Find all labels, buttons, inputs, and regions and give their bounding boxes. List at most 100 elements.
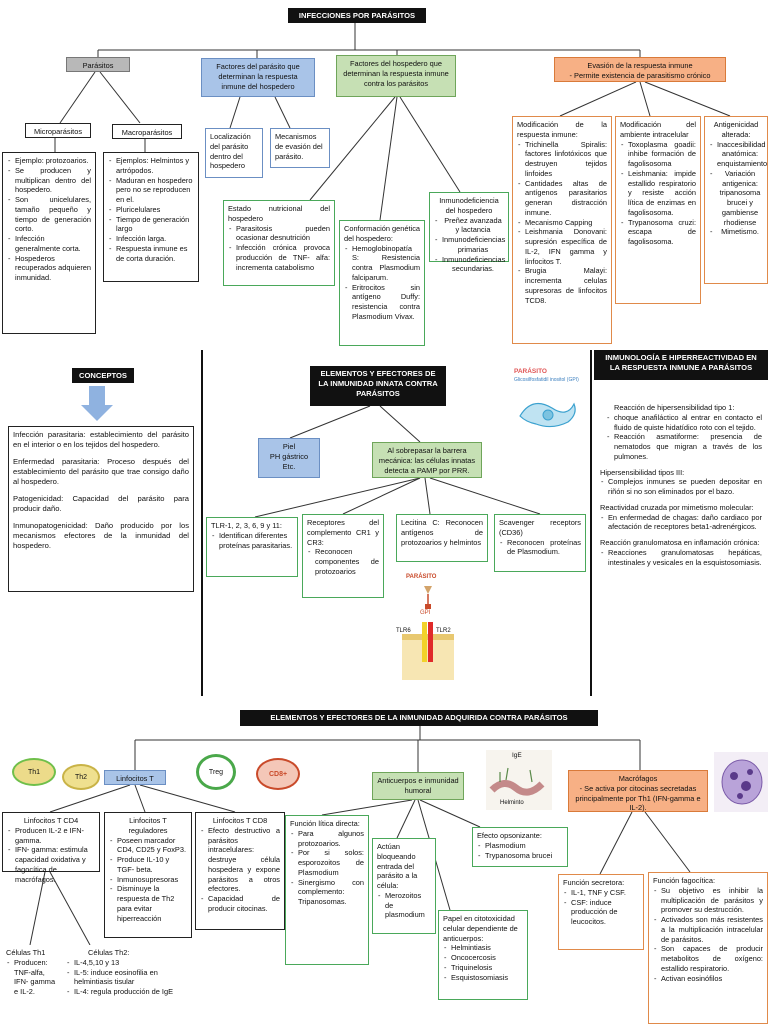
list-item: Hemoglobinopatía S: Resistencia contra P… <box>345 244 420 283</box>
macrofagos-title: Macrófagos <box>618 774 658 783</box>
tlr-receptor-icon <box>402 586 454 680</box>
list-item: Su objetivo es inhibir la multiplicación… <box>654 886 763 915</box>
hiper-title: INMUNOLOGÍA E HIPERREACTIVIDAD EN LA RES… <box>594 350 768 380</box>
citotoxicidad-box: Papel en citotoxicidad celular dependien… <box>438 910 528 1000</box>
list-item: Reacciones granulomatosas hepáticas, int… <box>601 548 762 568</box>
list-item: Mimetismo. <box>710 227 763 237</box>
hiper-s2-title: Hipersensibilidad tipos III: <box>600 467 685 477</box>
list-item: Brugia Malayi: incrementa celulas supres… <box>518 266 607 305</box>
separator-left <box>201 350 203 696</box>
funcion-secretora-box: Función secretora: IL-1, TNF y CSF. CSF:… <box>558 874 644 950</box>
list-item: Son unicelulares, tamaño pequeño y tiemp… <box>8 195 91 234</box>
list-item: Producen: TNF-alfa, IFN- gamma e IL-2. <box>7 958 58 997</box>
reg-title: Linfocitos T reguladores <box>128 816 168 835</box>
down-arrow-icon <box>89 386 105 406</box>
cd8-cell-icon: CD8+ <box>256 758 300 790</box>
list-item: IL-5: induce eosinofilia en helmintiasis… <box>67 968 188 988</box>
tlr-title: TLR-1, 2, 3, 6, 9 y 11: <box>211 521 282 530</box>
tlr-diagram-image: PARÁSITO GPI TLR6 TLR2 <box>392 574 464 684</box>
list-item: Producen IL-2 e IFN-gamma. <box>8 826 95 846</box>
img-gpi-short-label: GPI <box>420 610 431 616</box>
secretora-title: Función secretora: <box>563 878 625 887</box>
list-item: Reacción asmatiforme: presencia de nemat… <box>607 432 762 461</box>
modif-amb-title: Modificación del ambiente intracelular <box>620 120 696 139</box>
hiper-s3-title: Reactividad cruzada por mimetismo molecu… <box>600 502 754 512</box>
hiper-content: Reacción de hipersensibilidad tipo 1: ch… <box>596 400 766 690</box>
evasion-node: Evasión de la respuesta inmune - Permite… <box>554 57 726 82</box>
opsonizante-title: Efecto opsonizante: <box>477 831 542 840</box>
scavenger-box: Scavenger receptors (CD36) Reconocen pro… <box>494 514 586 572</box>
litica-box: Función lítica directa: Para algunos pro… <box>285 815 369 965</box>
list-item: Parasitosis pueden ocasionar desnutrició… <box>229 224 330 244</box>
microparasitos-node: Microparásitos <box>25 123 91 138</box>
adquirida-title: ELEMENTOS Y EFECTORES DE LA INMUNIDAD AD… <box>240 710 598 726</box>
parasite-gpi-image: PARÁSITO Glicosilfosfatidil inositol (GP… <box>512 368 582 438</box>
concept-paragraph: Patogenicidad: Capacidad del parásito pa… <box>13 494 189 514</box>
microparasitos-list: Ejemplo: protozoarios. Se producen y mul… <box>2 152 96 334</box>
hiper-s1-title: Reacción de hipersensibilidad tipo 1: <box>614 403 735 412</box>
list-item: Plasmodium <box>478 841 563 851</box>
list-item: Leishmania: impide estallido respiratori… <box>621 169 696 218</box>
list-item: Infección generalmente corta. <box>8 234 91 254</box>
list-item: Sinergismo con complemento: Tripanosomas… <box>291 878 364 907</box>
modificacion-ambiente-box: Modificación del ambiente intracelular T… <box>615 116 701 304</box>
list-item: Trypanosoma cruzi: escapa de fagolisosom… <box>621 218 696 247</box>
th2-cell-icon: Th2 <box>62 764 100 790</box>
list-item: Toxoplasma goadii: inhibe formación de f… <box>621 140 696 169</box>
list-item: Ejemplos: Helmintos y artrópodos. <box>109 156 194 176</box>
list-item: Respuesta inmune es de corta duración. <box>109 244 194 264</box>
list-item: Capacidad de producir citocinas. <box>201 894 280 914</box>
list-item: IL-4: regula producción de IgE <box>67 987 188 997</box>
factores-hospedero-node: Factores del hospedero que determinan la… <box>336 55 456 97</box>
list-item: Leishmania Donovani: supresión específic… <box>518 227 607 266</box>
macroparasitos-list: Ejemplos: Helmintos y artrópodos. Madura… <box>103 152 199 282</box>
list-item: Activados son más resistentes a la multi… <box>654 915 763 944</box>
conceptos-box: Infección parasitaria: establecimiento d… <box>8 426 194 592</box>
list-item: Infección crónica provoca producción de … <box>229 243 330 272</box>
main-title: INFECCIONES POR PARÁSITOS <box>288 8 426 23</box>
list-item: Complejos inmunes se pueden depositar en… <box>601 477 762 497</box>
piel-node: Piel PH gástrico Etc. <box>258 438 320 478</box>
down-arrow-head-icon <box>81 405 113 421</box>
list-item: Por si solos: esporozoitos de Plasmodium <box>291 848 364 877</box>
list-item: Inmunodeficiencias primarias <box>435 235 505 255</box>
list-item: Triquinelosis <box>444 963 523 973</box>
th2-cells-title: Células Th2: <box>88 948 130 957</box>
antigenicidad-box: Antigenicidad alterada: Inaccesibilidad … <box>704 116 768 284</box>
list-item: IL-4,5,10 y 13 <box>67 958 188 968</box>
conceptos-label: CONCEPTOS <box>72 368 134 383</box>
list-item: Inaccesibilidad anatómica: enquistamient… <box>710 140 767 169</box>
bloqueando-box: Actúan bloqueando entrada del parásito a… <box>372 838 436 934</box>
cd8-title: Linfocitos T CD8 <box>212 816 268 825</box>
macrofagos-node: Macrófagos - Se activa por citocinas sec… <box>568 770 708 812</box>
list-item: Trichinella Spiralis: factores linfotóxi… <box>518 140 607 179</box>
th1-cell-icon: Th1 <box>12 758 56 786</box>
list-item: Infección larga. <box>109 234 194 244</box>
parasite-shape-icon <box>519 402 576 428</box>
separator-right <box>590 350 592 696</box>
list-item: Poseen marcador CD4, CD25 y FoxP3. <box>110 836 187 856</box>
list-item: choque anafiláctico al entrar en contact… <box>607 413 762 433</box>
img-tlr2-label: TLR2 <box>436 628 451 634</box>
list-item: En enfermedad de chagas: daño cardiaco p… <box>601 513 762 533</box>
list-item: Activan eosinófilos <box>654 974 763 984</box>
concept-paragraph: Enfermedad parasitaria: Proceso después … <box>13 457 189 487</box>
list-item: Inmunodeficiencias secundarias. <box>435 255 505 275</box>
concept-paragraph: Inmunopatogenicidad: Daño producido por … <box>13 521 189 551</box>
helminto-label: Helminto <box>500 800 524 806</box>
list-item: Trypanosoma brucei <box>478 851 563 861</box>
cd4-box: Linfocitos T CD4 Producen IL-2 e IFN-gam… <box>2 812 100 884</box>
conformacion-title: Conformación genética del hospedero: <box>344 224 421 243</box>
helminth-icon <box>489 767 545 796</box>
litica-title: Función lítica directa: <box>290 819 360 828</box>
conformacion-genetica-box: Conformación genética del hospedero: Hem… <box>339 220 425 346</box>
list-item: Helmintiasis <box>444 943 523 953</box>
fagocitica-title: Función fagocítica: <box>653 876 716 885</box>
receptores-title: Receptores del complemento CR1 y CR3: <box>307 518 379 547</box>
list-item: Eritrocitos sin antígeno Duffy: resisten… <box>345 283 420 322</box>
treg-cell-icon: Treg <box>196 754 236 790</box>
bloqueando-title: Actúan bloqueando entrada del parásito a… <box>377 842 418 891</box>
factores-parasito-node: Factores del parásito que determinan la … <box>201 58 315 97</box>
scavenger-title: Scavenger receptors (CD36) <box>499 518 581 537</box>
